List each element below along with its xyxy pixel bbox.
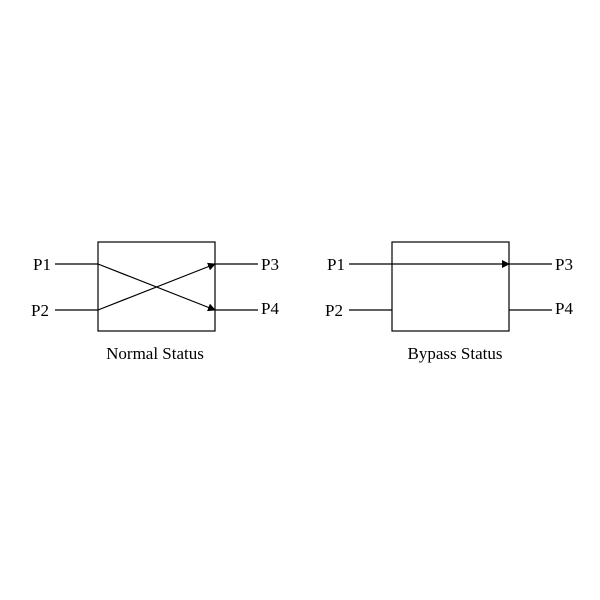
bypass-port-p4-label: P4 xyxy=(555,299,573,318)
normal-port-p1-label: P1 xyxy=(33,255,51,274)
bypass-port-p3-label: P3 xyxy=(555,255,573,274)
normal-port-p3-label: P3 xyxy=(261,255,279,274)
bypass-switch-box xyxy=(391,241,510,332)
bypass-status-switch: P1 P2 P3 P4 Bypass Status xyxy=(325,241,573,363)
normal-status-caption: Normal Status xyxy=(106,344,204,363)
normal-port-p2-label: P2 xyxy=(31,301,49,320)
normal-status-switch: P1 P2 P3 P4 Normal Status xyxy=(31,241,279,363)
normal-p2-to-p3-path xyxy=(97,262,216,311)
bypass-status-caption: Bypass Status xyxy=(408,344,503,363)
normal-port-p4-label: P4 xyxy=(261,299,279,318)
bypass-port-p1-label: P1 xyxy=(327,255,345,274)
bypass-port-p2-label: P2 xyxy=(325,301,343,320)
